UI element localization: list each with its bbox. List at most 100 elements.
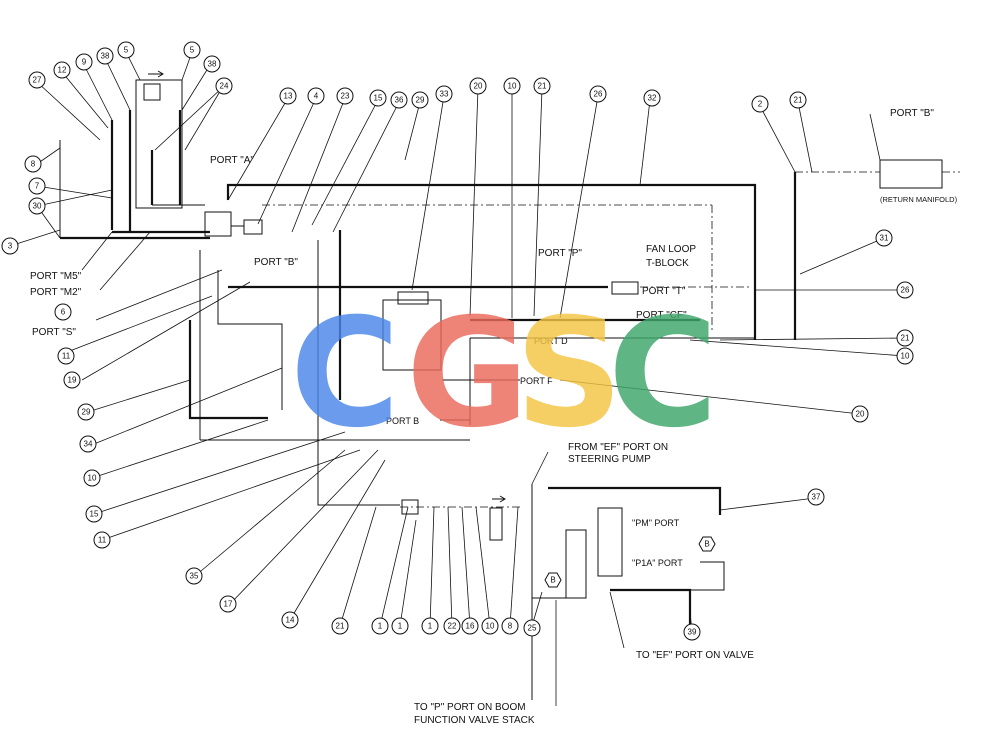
callout-35: 35 bbox=[185, 567, 203, 585]
callout-circles: 27 12 9 38 5 5 38 24 13 4 23 15 36 29 33… bbox=[1, 41, 914, 641]
svg-text:14: 14 bbox=[286, 616, 295, 625]
svg-text:10: 10 bbox=[486, 622, 495, 631]
svg-text:16: 16 bbox=[466, 622, 475, 631]
callout-37: 37 bbox=[807, 488, 825, 506]
svg-text:38: 38 bbox=[101, 52, 110, 61]
callout-5a: 5 bbox=[117, 41, 135, 59]
callout-14: 14 bbox=[281, 611, 299, 629]
hose-lines bbox=[59, 70, 960, 700]
svg-text:4: 4 bbox=[314, 92, 319, 101]
svg-text:15: 15 bbox=[90, 510, 99, 519]
svg-text:1: 1 bbox=[428, 622, 433, 631]
callout-9: 9 bbox=[75, 53, 93, 71]
watermark-letter-g: G bbox=[406, 287, 529, 461]
svg-text:20: 20 bbox=[474, 82, 483, 91]
svg-text:8: 8 bbox=[31, 160, 36, 169]
callout-8a: 8 bbox=[24, 155, 42, 173]
callout-29a: 29 bbox=[411, 91, 429, 109]
valve-block-p1a bbox=[565, 529, 587, 599]
label-port-f: PORT F bbox=[520, 376, 553, 386]
label-to-ef: TO "EF" PORT ON VALVE bbox=[636, 650, 754, 661]
pipe-39 bbox=[610, 588, 692, 628]
svg-text:22: 22 bbox=[448, 622, 457, 631]
svg-text:1: 1 bbox=[398, 622, 403, 631]
callout-16: 16 bbox=[461, 617, 479, 635]
callout-1a: 1 bbox=[371, 617, 389, 635]
svg-text:7: 7 bbox=[35, 182, 40, 191]
callout-33: 33 bbox=[435, 85, 453, 103]
callout-38a: 38 bbox=[96, 47, 114, 65]
label-tblock: T-BLOCK bbox=[646, 258, 689, 269]
svg-text:21: 21 bbox=[538, 82, 547, 91]
svg-text:34: 34 bbox=[84, 440, 93, 449]
bottom-filter bbox=[489, 507, 503, 541]
label-to-p-2: FUNCTION VALVE STACK bbox=[414, 715, 535, 726]
svg-text:31: 31 bbox=[880, 234, 889, 243]
svg-text:21: 21 bbox=[336, 622, 345, 631]
svg-text:21: 21 bbox=[901, 334, 910, 343]
callout-13: 13 bbox=[279, 87, 297, 105]
svg-text:29: 29 bbox=[416, 96, 425, 105]
bottom-tee bbox=[401, 499, 419, 515]
svg-text:9: 9 bbox=[82, 58, 87, 67]
callout-21b: 21 bbox=[789, 91, 807, 109]
fan-motor-cap bbox=[397, 291, 429, 305]
callout-19: 19 bbox=[63, 371, 81, 389]
return-manifold bbox=[879, 159, 943, 189]
svg-text:30: 30 bbox=[33, 202, 42, 211]
svg-text:5: 5 bbox=[124, 46, 129, 55]
label-port-pm: "PM" PORT bbox=[632, 518, 680, 528]
label-port-b-pump: PORT "B" bbox=[254, 257, 298, 268]
fan-loop-tblock bbox=[611, 281, 639, 295]
callout-12: 12 bbox=[53, 61, 71, 79]
pipe-long-down bbox=[317, 240, 400, 506]
callout-21c: 21 bbox=[896, 329, 914, 347]
svg-text:35: 35 bbox=[190, 572, 199, 581]
pipe-loop-10 bbox=[188, 320, 268, 420]
callout-11a: 11 bbox=[57, 347, 75, 365]
pipe-to-37 bbox=[548, 486, 722, 515]
callout-1b: 1 bbox=[391, 617, 409, 635]
label-port-p: PORT "P" bbox=[538, 248, 582, 259]
callout-4: 4 bbox=[307, 87, 325, 105]
svg-text:24: 24 bbox=[220, 82, 229, 91]
pipe-loop-34 bbox=[217, 270, 283, 410]
svg-text:32: 32 bbox=[648, 94, 657, 103]
callout-29b: 29 bbox=[77, 403, 95, 421]
svg-text:26: 26 bbox=[901, 286, 910, 295]
callout-24: 24 bbox=[215, 77, 233, 95]
svg-text:20: 20 bbox=[856, 410, 865, 419]
watermark-letter-c1: C bbox=[290, 287, 400, 461]
svg-text:10: 10 bbox=[88, 474, 97, 483]
svg-text:25: 25 bbox=[528, 624, 537, 633]
svg-text:12: 12 bbox=[58, 66, 67, 75]
leader-lines bbox=[9, 51, 906, 706]
callout-22: 22 bbox=[443, 617, 461, 635]
callout-20b: 20 bbox=[851, 405, 869, 423]
callout-5b: 5 bbox=[183, 41, 201, 59]
callout-23: 23 bbox=[336, 87, 354, 105]
valve-block-pm bbox=[597, 507, 623, 577]
label-port-s: PORT "S" bbox=[32, 327, 76, 338]
svg-text:10: 10 bbox=[508, 82, 517, 91]
callout-27: 27 bbox=[28, 71, 46, 89]
callout-30: 30 bbox=[28, 197, 46, 215]
svg-text:26: 26 bbox=[594, 90, 603, 99]
tank-filter bbox=[143, 83, 161, 101]
callout-11b: 11 bbox=[93, 531, 111, 549]
svg-text:3: 3 bbox=[8, 242, 13, 251]
svg-text:19: 19 bbox=[68, 376, 77, 385]
pump-section bbox=[243, 219, 263, 235]
svg-text:5: 5 bbox=[190, 46, 195, 55]
svg-text:B: B bbox=[550, 576, 555, 585]
label-port-cf: PORT "CF" bbox=[636, 310, 687, 321]
label-return-manifold: (RETURN MANIFOLD) bbox=[880, 195, 958, 204]
label-from-ef-1: FROM "EF" PORT ON bbox=[568, 442, 668, 453]
label-from-ef-2: STEERING PUMP bbox=[568, 454, 651, 465]
label-port-d: PORT D bbox=[534, 336, 568, 346]
callout-21d: 21 bbox=[331, 617, 349, 635]
svg-text:1: 1 bbox=[378, 622, 383, 631]
label-port-b-motor: PORT B bbox=[386, 416, 419, 426]
callout-10b: 10 bbox=[83, 469, 101, 487]
